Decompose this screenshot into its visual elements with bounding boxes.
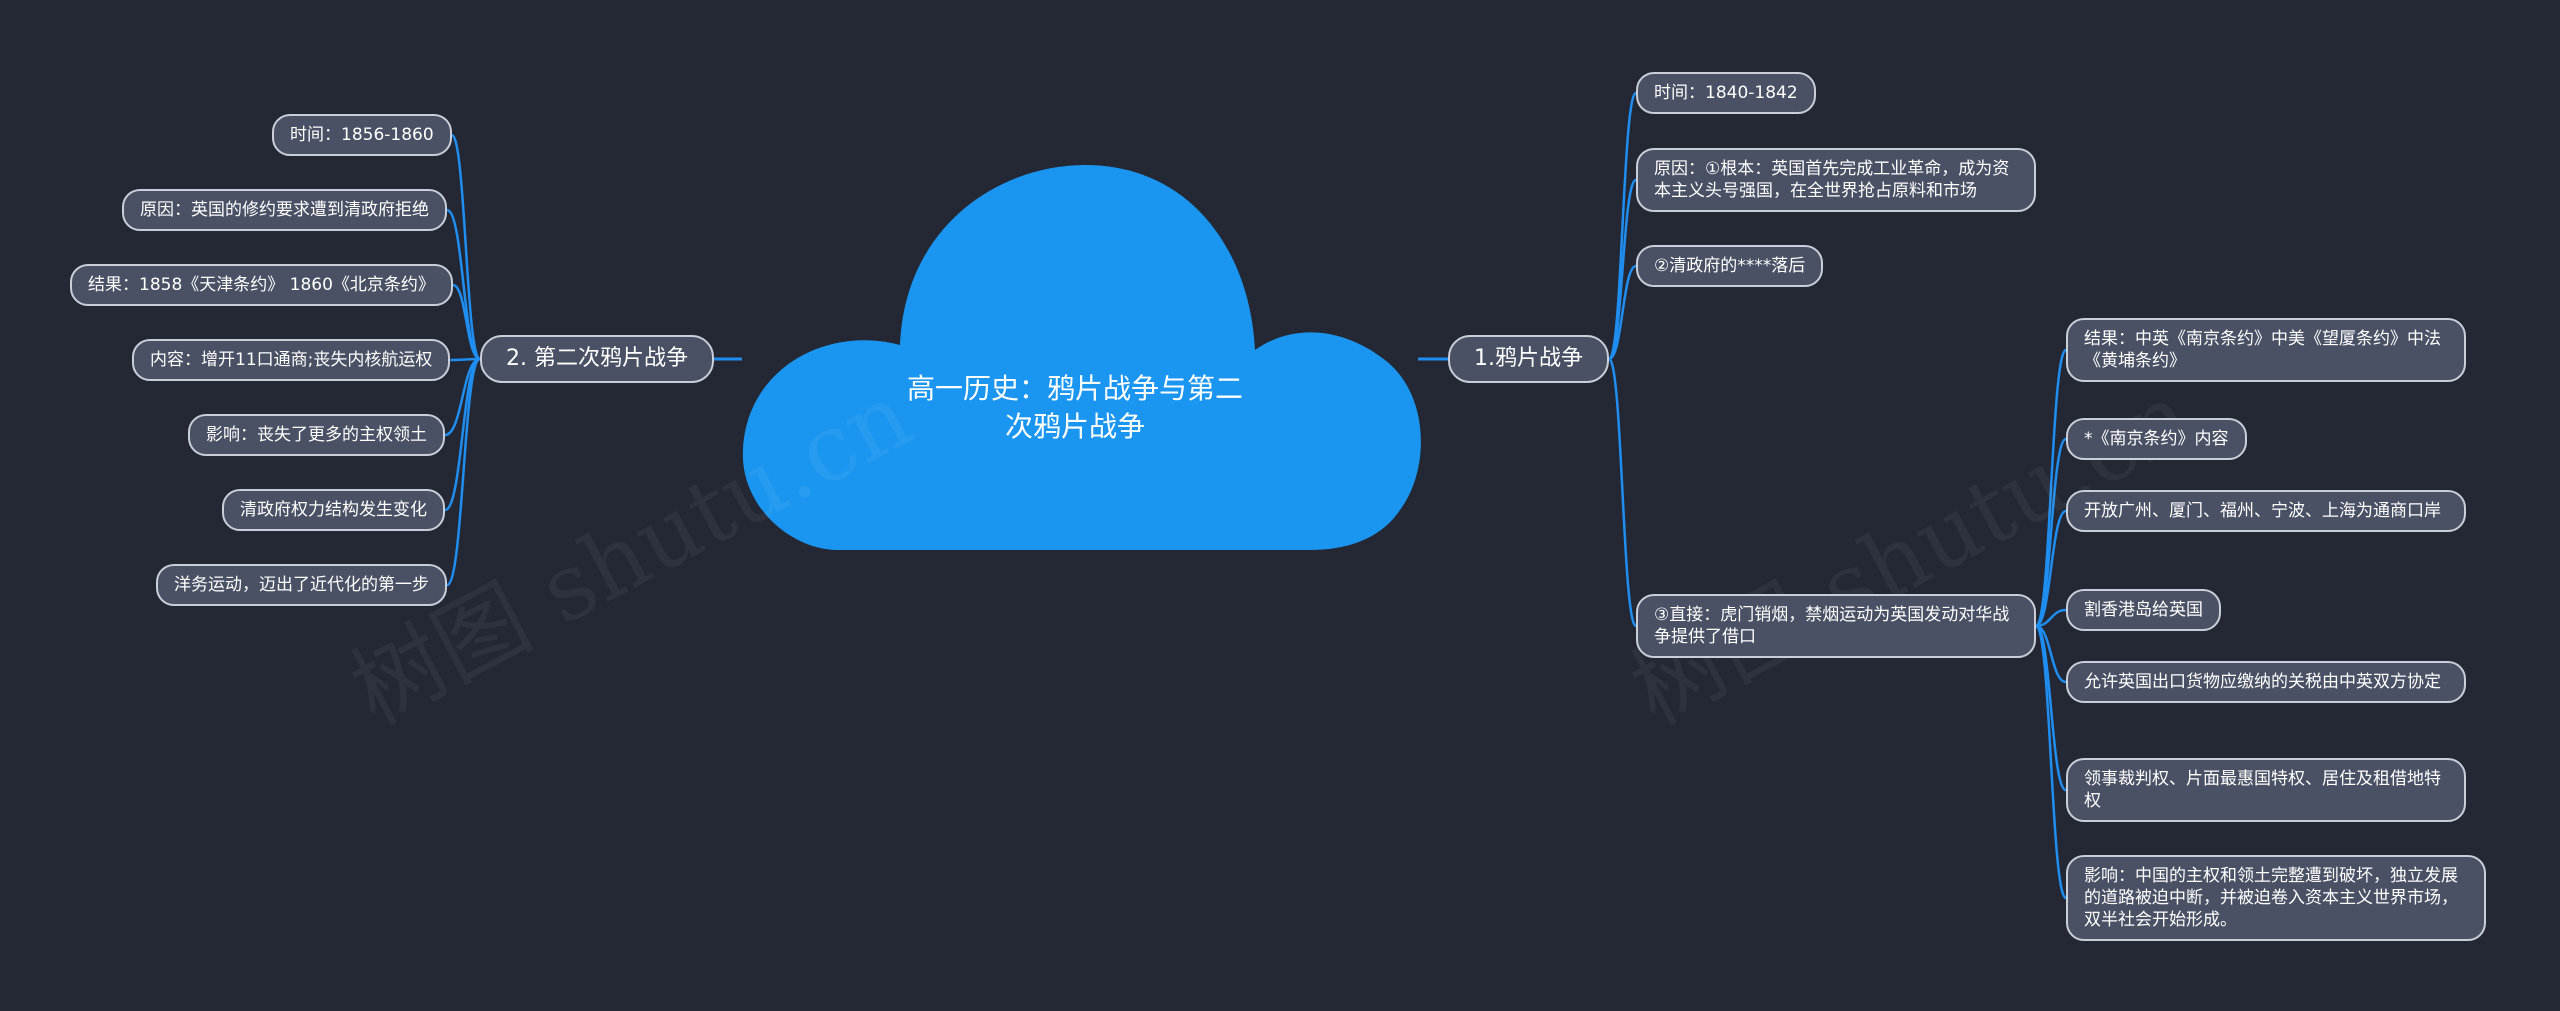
topic-opium-war-1[interactable]: 1.鸦片战争 <box>1448 335 1609 383</box>
node-r1-cede-hongkong[interactable]: 割香港岛给英国 <box>2066 589 2221 631</box>
node-r1-impact[interactable]: 影响：中国的主权和领土完整遭到破坏，独立发展的道路被迫中断，并被迫卷入资本主义世… <box>2066 855 2486 941</box>
node-r1-tariff[interactable]: 允许英国出口货物应缴纳的关税由中英双方协定 <box>2066 661 2466 703</box>
connector-line <box>452 283 481 361</box>
connector-line <box>1608 264 1637 361</box>
connector-lines <box>444 91 2068 900</box>
connector-line <box>450 133 482 361</box>
connector-line <box>1607 357 1638 628</box>
central-topic[interactable]: 高一历史：鸦片战争与第二次鸦片战争 <box>906 372 1243 443</box>
connector-line <box>1607 178 1638 361</box>
node-r1-cause-root[interactable]: 原因：①根本：英国首先完成工业革命，成为资本主义头号强国，在全世界抢占原料和市场 <box>1636 148 2036 212</box>
connector-line <box>2034 348 2068 628</box>
central-cloud <box>742 165 1421 550</box>
node-r1-nanjing-content[interactable]: *《南京条约》内容 <box>2066 418 2247 460</box>
connector-line <box>2035 624 2067 684</box>
connector-line <box>2035 608 2067 628</box>
node-r1-cause-direct[interactable]: ③直接：虎门销烟，禁烟运动为英国发动对华战争提供了借口 <box>1636 594 2036 658</box>
node-r1-time[interactable]: 时间：1840-1842 <box>1636 72 1816 114</box>
topic-opium-war-2[interactable]: 2. 第二次鸦片战争 <box>480 335 714 383</box>
node-l-result[interactable]: 结果：1858《天津条约》 1860《北京条约》 <box>70 264 453 306</box>
connector-line <box>445 357 482 587</box>
node-l-westernization[interactable]: 洋务运动，迈出了近代化的第一步 <box>156 564 447 606</box>
node-l-content[interactable]: 内容：增开11口通商;丧失内核航运权 <box>132 339 451 381</box>
node-r1-qing-backward[interactable]: ②清政府的****落后 <box>1636 245 1824 287</box>
connector-line <box>2035 509 2067 628</box>
node-l-impact[interactable]: 影响：丧失了更多的主权领土 <box>188 414 445 456</box>
connector-line <box>2034 624 2068 900</box>
connector-line <box>2034 437 2068 628</box>
node-l-power-structure[interactable]: 清政府权力结构发生变化 <box>222 489 445 531</box>
node-r1-result[interactable]: 结果：中英《南京条约》中美《望厦条约》中法《黄埔条约》 <box>2066 318 2466 382</box>
node-l-time[interactable]: 时间：1856-1860 <box>272 114 452 156</box>
node-r1-open-ports[interactable]: 开放广州、厦门、福州、宁波、上海为通商口岸 <box>2066 490 2466 532</box>
node-l-cause[interactable]: 原因：英国的修约要求遭到清政府拒绝 <box>122 189 447 231</box>
node-r1-privileges[interactable]: 领事裁判权、片面最惠国特权、居住及租借地特权 <box>2066 758 2466 822</box>
